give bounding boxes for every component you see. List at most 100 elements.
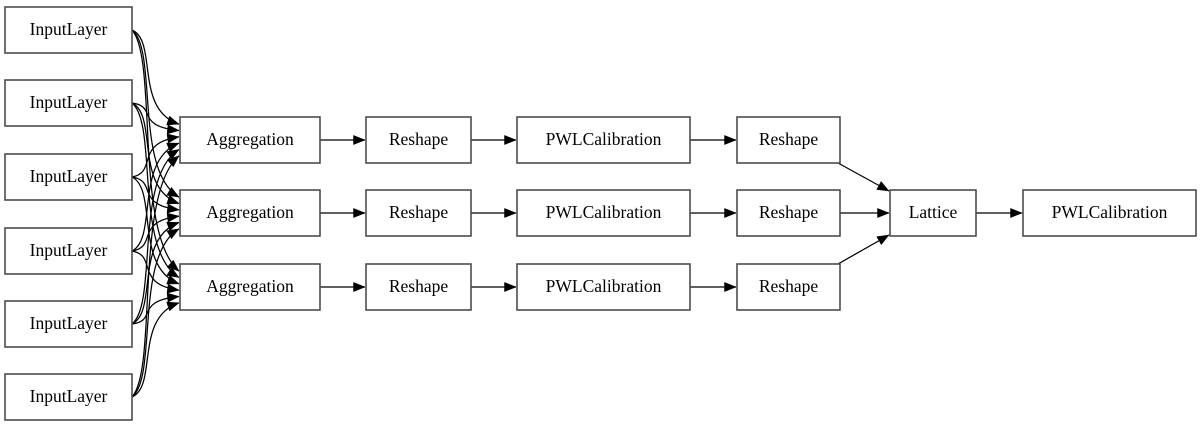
node-box-input_3[interactable] <box>4 153 133 201</box>
arrowhead-agg_1-to-reshape_a1 <box>353 135 366 145</box>
node-box-agg_2[interactable] <box>179 189 321 237</box>
node-input_2[interactable]: InputLayer <box>4 79 133 127</box>
node-reshape_a3[interactable]: Reshape <box>365 263 472 311</box>
node-reshape_a1[interactable]: Reshape <box>365 116 472 164</box>
node-label-reshape_b3: Reshape <box>759 276 819 296</box>
node-pwl_3[interactable]: PWLCalibration <box>516 263 691 311</box>
node-label-agg_1: Aggregation <box>206 129 294 149</box>
arrowhead-pwl_3-to-reshape_b3 <box>724 282 737 292</box>
node-box-reshape_b2[interactable] <box>736 189 841 237</box>
edge-input_1-to-agg_1 <box>131 29 180 125</box>
node-box-reshape_a3[interactable] <box>365 263 472 311</box>
node-label-reshape_b2: Reshape <box>759 202 819 222</box>
node-reshape_b3[interactable]: Reshape <box>736 263 841 311</box>
node-box-pwl_1[interactable] <box>516 116 691 164</box>
node-pwl_1[interactable]: PWLCalibration <box>516 116 691 164</box>
arrowhead-input_6-to-agg_3 <box>166 301 180 312</box>
node-box-input_2[interactable] <box>4 79 133 127</box>
node-label-input_4: InputLayer <box>30 240 108 260</box>
node-box-pwl_3[interactable] <box>516 263 691 311</box>
edge-input_2-to-agg_3 <box>131 102 180 279</box>
edge-input_3-to-agg_1 <box>131 136 180 178</box>
arrowhead-reshape_a1-to-pwl_1 <box>504 135 517 145</box>
arrowhead-input_2-to-agg_2 <box>166 194 180 205</box>
node-input_1[interactable]: InputLayer <box>4 6 133 54</box>
node-box-lattice[interactable] <box>889 189 977 237</box>
edge-input_6-to-agg_1 <box>131 155 180 398</box>
node-box-pwl_2[interactable] <box>516 189 691 237</box>
node-pwl_2[interactable]: PWLCalibration <box>516 189 691 237</box>
node-label-pwl_1: PWLCalibration <box>546 129 662 149</box>
arrowhead-input_4-to-agg_1 <box>166 142 180 153</box>
node-reshape_a2[interactable]: Reshape <box>365 189 472 237</box>
node-agg_2[interactable]: Aggregation <box>179 189 321 237</box>
edge-input_6-to-agg_2 <box>131 228 180 398</box>
arrowhead-input_2-to-agg_3 <box>166 267 180 278</box>
node-box-reshape_a1[interactable] <box>365 116 472 164</box>
arrowhead-input_2-to-agg_1 <box>166 124 180 135</box>
node-box-input_4[interactable] <box>4 227 133 275</box>
edge-input_2-to-agg_1 <box>131 102 180 132</box>
arrowhead-input_5-to-agg_3 <box>166 292 180 303</box>
arrowhead-input_1-to-agg_2 <box>166 186 180 198</box>
arrowhead-input_6-to-agg_1 <box>166 155 180 168</box>
nodes-group: InputLayerInputLayerInputLayerInputLayer… <box>4 6 1197 421</box>
node-box-reshape_b1[interactable] <box>736 116 841 164</box>
node-agg_3[interactable]: Aggregation <box>179 263 321 311</box>
node-input_6[interactable]: InputLayer <box>4 373 133 421</box>
node-label-reshape_a3: Reshape <box>389 276 449 296</box>
arrowhead-pwl_2-to-reshape_b2 <box>724 208 737 218</box>
node-label-pwl_3: PWLCalibration <box>546 276 662 296</box>
arrowhead-input_4-to-agg_2 <box>166 212 180 223</box>
arrowhead-input_3-to-agg_2 <box>166 203 180 214</box>
node-pwl_out[interactable]: PWLCalibration <box>1022 189 1197 237</box>
arrowhead-reshape_b2-to-lattice <box>877 208 890 218</box>
node-label-lattice: Lattice <box>909 202 958 222</box>
node-input_5[interactable]: InputLayer <box>4 300 133 348</box>
node-agg_1[interactable]: Aggregation <box>179 116 321 164</box>
edge-input_3-to-agg_3 <box>131 176 180 285</box>
node-reshape_b2[interactable]: Reshape <box>736 189 841 237</box>
node-lattice[interactable]: Lattice <box>889 189 977 237</box>
node-label-input_1: InputLayer <box>30 19 108 39</box>
edge-input_3-to-agg_2 <box>131 176 180 211</box>
node-input_4[interactable]: InputLayer <box>4 227 133 275</box>
node-label-input_6: InputLayer <box>30 386 108 406</box>
arrowhead-reshape_a2-to-pwl_2 <box>504 208 517 218</box>
node-label-pwl_out: PWLCalibration <box>1052 202 1168 222</box>
arrowhead-reshape_b3-to-lattice <box>876 234 890 246</box>
arrowhead-input_5-to-agg_2 <box>166 221 180 232</box>
node-box-pwl_out[interactable] <box>1022 189 1197 237</box>
arrowhead-agg_3-to-reshape_a3 <box>353 282 366 292</box>
node-label-reshape_a2: Reshape <box>389 202 449 222</box>
node-reshape_b1[interactable]: Reshape <box>736 116 841 164</box>
arrowhead-reshape_a3-to-pwl_3 <box>504 282 517 292</box>
arrowhead-input_6-to-agg_2 <box>166 228 180 240</box>
node-box-agg_3[interactable] <box>179 263 321 311</box>
arrowhead-input_3-to-agg_1 <box>166 133 180 144</box>
edge-input_1-to-agg_2 <box>131 29 180 198</box>
node-box-reshape_b3[interactable] <box>736 263 841 311</box>
arrowhead-agg_2-to-reshape_a2 <box>353 208 366 218</box>
node-label-pwl_2: PWLCalibration <box>546 202 662 222</box>
arrowhead-input_5-to-agg_1 <box>166 149 180 160</box>
node-box-input_1[interactable] <box>4 6 133 54</box>
node-input_3[interactable]: InputLayer <box>4 153 133 201</box>
edges-group <box>131 29 1023 398</box>
arrowhead-input_3-to-agg_3 <box>166 275 180 285</box>
edge-input_4-to-agg_1 <box>131 142 180 252</box>
edge-input_6-to-agg_3 <box>131 302 180 398</box>
node-box-input_6[interactable] <box>4 373 133 421</box>
node-box-reshape_a2[interactable] <box>365 189 472 237</box>
arrowhead-input_1-to-agg_1 <box>166 115 180 126</box>
node-label-input_3: InputLayer <box>30 166 108 186</box>
node-label-agg_2: Aggregation <box>206 202 294 222</box>
node-box-input_5[interactable] <box>4 300 133 348</box>
node-box-agg_1[interactable] <box>179 116 321 164</box>
edge-input_2-to-agg_2 <box>131 102 180 205</box>
node-label-reshape_b1: Reshape <box>759 129 819 149</box>
arrowhead-lattice-to-pwl_out <box>1010 208 1023 218</box>
node-label-reshape_a1: Reshape <box>389 129 449 149</box>
